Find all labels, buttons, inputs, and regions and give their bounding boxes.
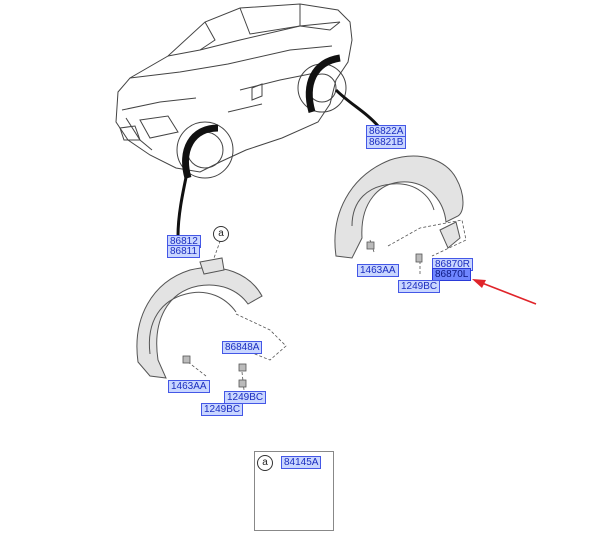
highlight-arrowhead <box>472 279 486 288</box>
label-86870L[interactable]: 86870L <box>432 268 472 281</box>
front-wheel-liner <box>136 257 263 379</box>
label-1249BC-front-2[interactable]: 1249BC <box>201 403 244 416</box>
rear-wheel-liner <box>334 155 464 259</box>
front-fasteners <box>182 355 247 388</box>
callout-a-front: a <box>213 226 229 242</box>
label-1249BC-rear[interactable]: 1249BC <box>398 280 441 293</box>
callout-a-detail: a <box>257 455 273 471</box>
label-1249BC-front-1[interactable]: 1249BC <box>224 391 267 404</box>
rear-leader-line <box>334 88 380 127</box>
rear-fasteners <box>366 241 423 263</box>
label-86821B[interactable]: 86821B <box>366 136 407 149</box>
rear-wheel-liner-highlight <box>305 54 341 113</box>
label-86811[interactable]: 86811 <box>167 245 201 258</box>
front-leader-line <box>176 167 190 237</box>
label-1463AA-front[interactable]: 1463AA <box>168 380 210 393</box>
highlight-arrow <box>481 282 537 305</box>
label-1463AA-rear[interactable]: 1463AA <box>357 264 399 277</box>
vehicle-illustration <box>115 3 353 179</box>
label-84145A[interactable]: 84145A <box>281 456 322 469</box>
front-dashed-leaders <box>187 235 287 391</box>
label-86848A[interactable]: 86848A <box>222 341 263 354</box>
